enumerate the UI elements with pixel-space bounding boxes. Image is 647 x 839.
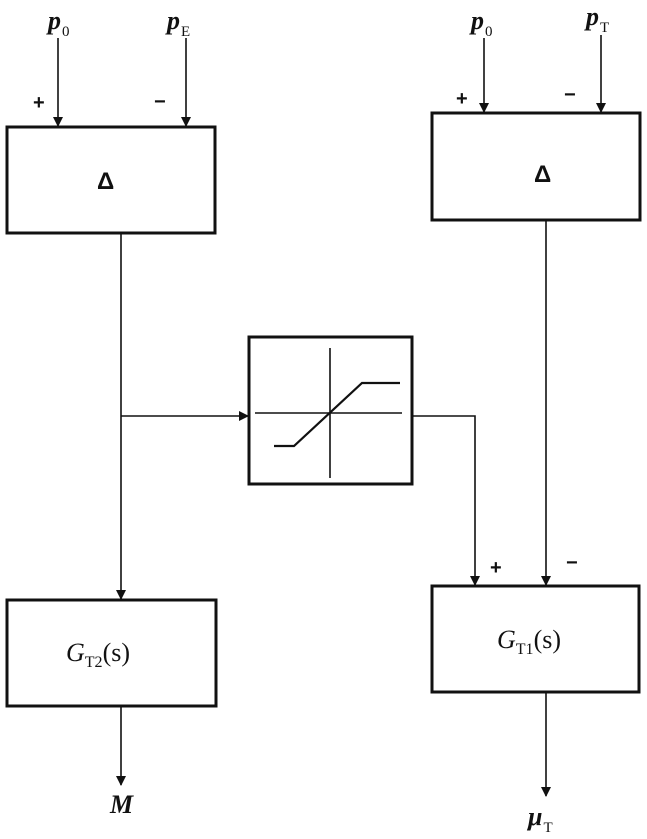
delta-block-right — [430, 111, 642, 222]
delta-block-left — [5, 125, 217, 235]
saturation-block — [247, 335, 414, 486]
label-p0-left: p0 — [48, 6, 70, 40]
sign-minus-gt1: − — [566, 552, 578, 574]
sign-plus-gt1: + — [490, 557, 502, 579]
label-output-muT: μT — [528, 802, 553, 836]
label-pE: pE — [167, 6, 191, 40]
sign-minus-left: − — [154, 91, 166, 113]
gt2-block — [5, 598, 218, 708]
gt1-block — [430, 584, 641, 694]
sign-minus-right: − — [564, 84, 576, 106]
gt2-label: GT2(s) — [66, 638, 130, 671]
label-pT: pT — [586, 2, 610, 36]
delta-label-left: Δ — [97, 168, 115, 195]
sign-plus-right: + — [456, 88, 468, 110]
label-p0-right: p0 — [471, 6, 493, 40]
sign-plus-left: + — [33, 92, 45, 114]
gt1-label: GT1(s) — [497, 625, 561, 658]
saturation-characteristic — [255, 348, 402, 478]
delta-label-right: Δ — [534, 161, 552, 188]
label-output-M: M — [110, 790, 134, 819]
line-saturation-to-gt1 — [412, 415, 480, 586]
